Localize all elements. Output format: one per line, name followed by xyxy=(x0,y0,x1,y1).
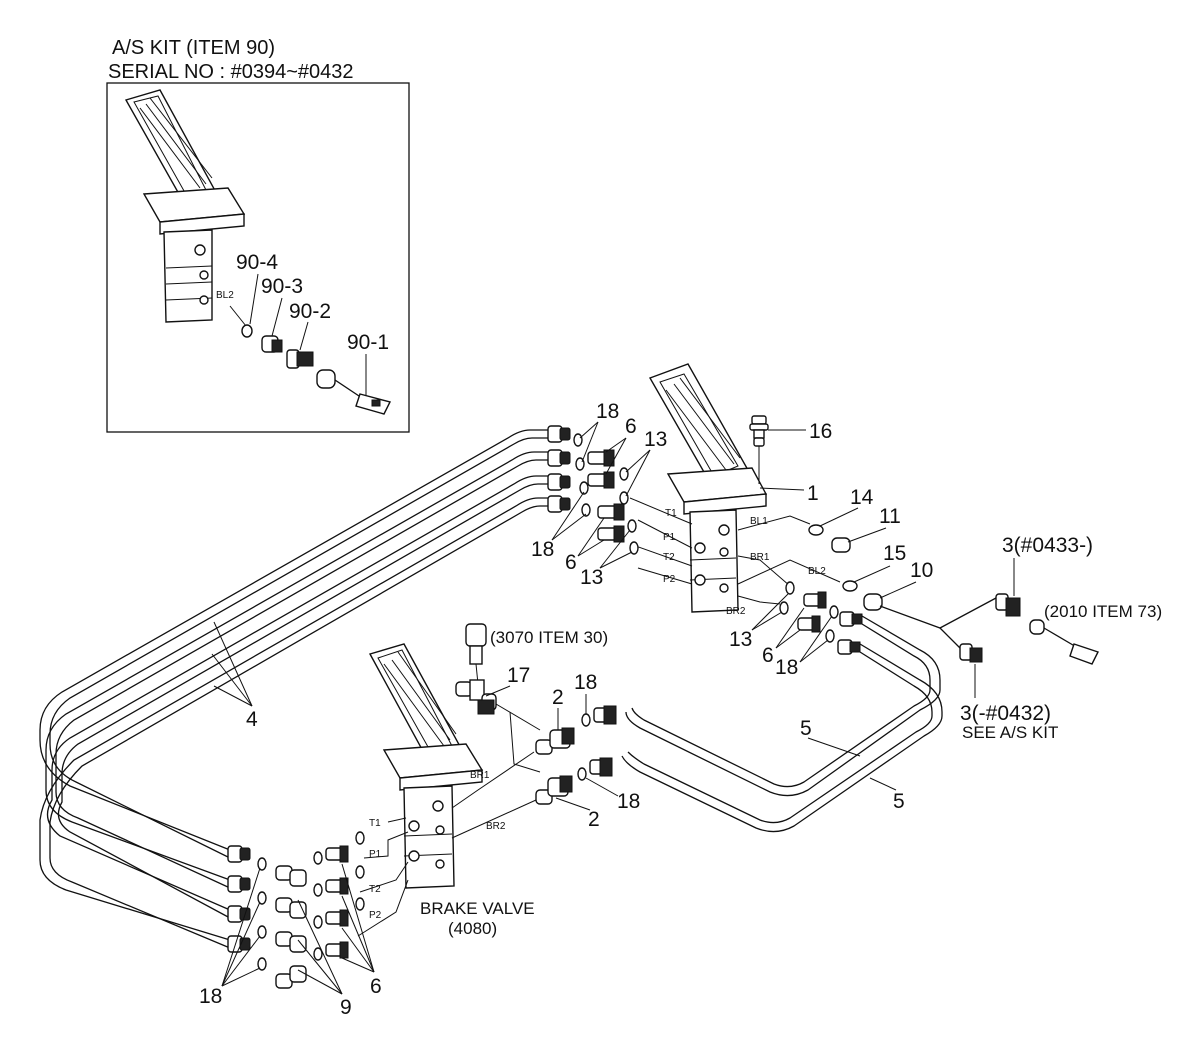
see-as-kit-note: SEE A/S KIT xyxy=(962,723,1058,742)
switch-wire xyxy=(879,597,997,629)
callout-18-r2: 18 xyxy=(617,790,640,813)
callout-4: 4 xyxy=(246,708,258,731)
callout-90-3: 90-3 xyxy=(261,275,303,298)
inset-frame xyxy=(106,82,410,433)
lower-port-br2: BR2 xyxy=(486,821,506,832)
hose-5-ends xyxy=(589,705,617,777)
upper-port-bl1: BL1 xyxy=(750,516,768,527)
upper-port-p1: P1 xyxy=(663,532,676,543)
callout-18-r1: 18 xyxy=(574,671,597,694)
inset-switch-90-2 xyxy=(286,349,314,369)
inset-adapter-90-3 xyxy=(261,335,283,353)
plug-11 xyxy=(831,537,851,553)
upper-port-t1: T1 xyxy=(665,508,677,519)
ref-3070-item-30: (3070 ITEM 30) xyxy=(490,628,608,647)
upper-fittings-6 xyxy=(587,449,625,543)
inset-oring-90-4 xyxy=(241,324,253,338)
lower-orings-18 xyxy=(257,857,267,971)
callout-5a: 5 xyxy=(800,717,812,740)
ref-2010-item-73: (2010 ITEM 73) xyxy=(1044,602,1162,621)
pressure-sensor-3070-item-30 xyxy=(465,623,487,685)
callout-18-mid: 18 xyxy=(531,538,554,561)
brake-valve-label: BRAKE VALVE xyxy=(420,899,535,918)
callout-13-mid: 13 xyxy=(580,566,603,589)
callout-15: 15 xyxy=(883,542,906,565)
callout-2-low: 2 xyxy=(588,808,600,831)
callout-10: 10 xyxy=(910,559,933,582)
lower-fittings-6 xyxy=(325,845,349,959)
callout-6-low: 6 xyxy=(762,644,774,667)
inset-title-line2: SERIAL NO : #0394~#0432 xyxy=(108,61,354,83)
adapter-10 xyxy=(863,593,883,611)
callout-6-bottom: 6 xyxy=(370,975,382,998)
lower-orings-mid xyxy=(313,831,365,961)
callout-1: 1 xyxy=(807,482,819,505)
lower-port-t1: T1 xyxy=(369,818,381,829)
callout-6-mid: 6 xyxy=(565,551,577,574)
hose-ends-upper xyxy=(547,425,571,513)
hose-ends-lower xyxy=(227,845,251,953)
hose-5-upper xyxy=(625,611,941,797)
inset-title-line1: A/S KIT (ITEM 90) xyxy=(112,37,275,59)
hose-bundle-4 xyxy=(39,429,548,949)
lower-port-leaders xyxy=(357,817,409,937)
right-fittings-6 xyxy=(797,591,827,633)
as-kit-inset: A/S KIT (ITEM 90) SERIAL NO : #0394~#043… xyxy=(106,37,410,433)
inset-pedal-valve: BL2 xyxy=(124,89,247,327)
inset-port-bl2: BL2 xyxy=(216,290,234,301)
callout-13-top: 13 xyxy=(644,428,667,451)
callout-17: 17 xyxy=(507,664,530,687)
callout-5b: 5 xyxy=(893,790,905,813)
upper-port-p2: P2 xyxy=(663,574,676,585)
tee-line-2 xyxy=(509,711,541,773)
lower-port-t2: T2 xyxy=(369,884,381,895)
callout-16: 16 xyxy=(809,420,832,443)
upper-port-leaders xyxy=(629,497,841,605)
switch-wire-2 xyxy=(939,627,961,649)
callout-90-2: 90-2 xyxy=(289,300,331,323)
upper-port-br1: BR1 xyxy=(750,552,770,563)
lower-port-p2: P2 xyxy=(369,910,382,921)
callout-2-top: 2 xyxy=(552,686,564,709)
oring-14 xyxy=(808,524,824,536)
lower-brake-pedal-valve xyxy=(368,643,484,889)
lower-br1-line xyxy=(451,751,535,809)
oring-15 xyxy=(842,580,858,592)
tee-17 xyxy=(455,679,497,715)
callout-13-low: 13 xyxy=(729,628,752,651)
right-orings-13 xyxy=(779,581,795,615)
oring-18-r1 xyxy=(581,713,591,727)
inset-connector-90-1 xyxy=(316,369,392,415)
callout-90-1: 90-1 xyxy=(347,331,389,354)
callout-18-top: 18 xyxy=(596,400,619,423)
brake-valve-number: (4080) xyxy=(448,919,497,938)
upper-port-br2: BR2 xyxy=(726,606,746,617)
callout-18-low: 18 xyxy=(775,656,798,679)
pressure-switch-3-new xyxy=(995,593,1021,617)
callout-3-new: 3(#0433-) xyxy=(1002,534,1093,557)
tee-line-1 xyxy=(495,703,541,731)
pressure-switch-3-old xyxy=(959,643,983,663)
elbow-2-upper xyxy=(535,727,575,755)
oring-18-r2 xyxy=(577,767,587,781)
callout-9: 9 xyxy=(340,996,352,1019)
callout-18-bottom: 18 xyxy=(199,985,222,1008)
right-orings-18 xyxy=(825,605,839,643)
elbow-2-lower xyxy=(535,775,573,805)
bolt-16 xyxy=(749,415,769,484)
lower-port-p1: P1 xyxy=(369,849,382,860)
callout-6-top: 6 xyxy=(625,415,637,438)
callout-11: 11 xyxy=(879,505,901,528)
upper-orings-18 xyxy=(573,433,591,517)
lower-port-br1: BR1 xyxy=(470,770,490,781)
callout-14: 14 xyxy=(850,486,874,509)
lower-br2-line xyxy=(451,799,537,839)
hose-5-lower xyxy=(621,639,943,833)
lower-elbows-9 xyxy=(275,865,307,989)
upper-brake-pedal-valve xyxy=(648,363,768,613)
callout-90-4: 90-4 xyxy=(236,251,278,274)
callout-3-old: 3(-#0432) xyxy=(960,702,1051,725)
connector-2010-item-73 xyxy=(1029,619,1099,665)
